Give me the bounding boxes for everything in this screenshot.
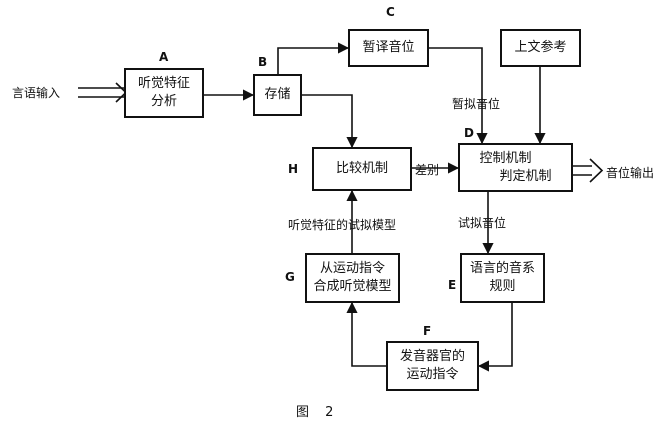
node-letter-a: A <box>159 50 169 64</box>
node-f-motor-commands: 发音器官的 运动指令 <box>386 341 479 391</box>
edge-e-to-f <box>477 303 513 372</box>
node-a-auditory-analysis: 听觉特征 分析 <box>124 68 204 118</box>
node-context-reference: 上文参考 <box>500 29 581 67</box>
label-phoneme-output: 音位输出 <box>606 166 655 180</box>
node-g-line-2: 合成听觉模型 <box>313 279 392 294</box>
node-letter-h: H <box>288 162 299 176</box>
node-c-provisional-phoneme: 暂译音位 <box>348 29 429 67</box>
node-g-line-1: 从运动指令 <box>319 261 385 276</box>
node-letter-e: E <box>448 278 457 292</box>
label-difference: 差别 <box>415 163 440 177</box>
node-d-line-2: 判定机制 <box>499 168 552 184</box>
node-d-control-decision: 控制机制 判定机制 <box>458 143 573 192</box>
node-letter-c: C <box>386 5 395 19</box>
edge-f-to-g <box>346 301 386 367</box>
node-d-line-1: 控制机制 <box>479 150 532 166</box>
node-c-line-1: 暂译音位 <box>362 40 415 55</box>
node-a-line-2: 分析 <box>150 94 177 109</box>
node-letter-b: B <box>258 55 268 69</box>
node-letter-d: D <box>464 126 474 140</box>
label-provisional-phoneme: 暂拟音位 <box>452 97 501 111</box>
node-e-line-2: 规则 <box>489 279 516 294</box>
edge-b-to-c <box>277 42 350 74</box>
node-f-line-1: 发音器官的 <box>399 349 465 364</box>
figure-caption: 图 2 <box>296 405 340 420</box>
node-letter-g: G <box>285 270 295 284</box>
node-b-storage: 存储 <box>253 74 302 116</box>
node-b-line-1: 存储 <box>264 87 291 102</box>
node-f-line-2: 运动指令 <box>406 367 459 382</box>
node-e-phonological-rules: 语言的音系 规则 <box>460 253 545 303</box>
label-trial-phoneme: 试拟音位 <box>458 216 507 230</box>
label-auditory-trial-model: 听觉特征的试拟模型 <box>288 218 397 232</box>
node-g-synthesis: 从运动指令 合成听觉模型 <box>305 253 400 303</box>
edge-c-to-d <box>429 47 488 145</box>
node-letter-f: F <box>423 324 432 338</box>
node-h-line-1: 比较机制 <box>335 161 388 176</box>
node-e-line-1: 语言的音系 <box>469 261 535 276</box>
edge-output-arrowhead <box>589 158 604 183</box>
node-context-line-1: 上文参考 <box>514 40 567 55</box>
node-h-comparison: 比较机制 <box>312 147 412 191</box>
node-a-line-1: 听觉特征 <box>137 76 190 91</box>
edge-b-to-h <box>302 94 358 149</box>
label-speech-input: 言语输入 <box>12 86 61 100</box>
